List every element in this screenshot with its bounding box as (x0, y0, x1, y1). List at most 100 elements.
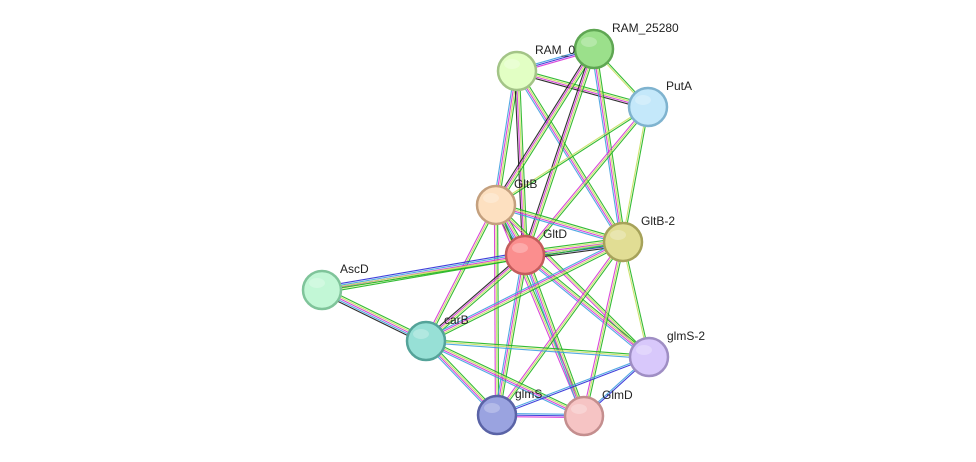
node-circle[interactable] (504, 234, 546, 276)
edge-line (498, 255, 528, 416)
edge-ram25280-gltb2 (591, 48, 626, 243)
edge-line (525, 253, 650, 357)
edge-line (425, 253, 525, 341)
edge-puta-gltb (495, 105, 649, 207)
node-label-ascd: AscD (340, 262, 369, 276)
edge-line (424, 252, 524, 340)
edge-layer (320, 46, 651, 419)
edge-line (426, 243, 625, 344)
node-highlight (635, 95, 651, 105)
edge-line (496, 203, 651, 357)
edge-line (516, 71, 648, 109)
edge-line (497, 49, 597, 207)
node-highlight (512, 243, 528, 253)
node-circle[interactable] (628, 336, 670, 378)
node-circle[interactable] (475, 184, 517, 226)
node-carb[interactable] (405, 320, 447, 362)
node-circle[interactable] (573, 28, 615, 70)
edge-ram25280-gltb (493, 47, 597, 207)
edge-line (515, 71, 525, 256)
node-glmd[interactable] (563, 395, 605, 437)
edge-gltd-glms2 (523, 252, 651, 360)
edge-line (496, 203, 624, 242)
node-circle[interactable] (627, 86, 669, 128)
edge-puta-gltd (523, 105, 650, 257)
node-circle[interactable] (476, 394, 518, 436)
edge-line (493, 70, 516, 205)
node-label-glms: glmS (515, 387, 542, 401)
edge-line (426, 338, 650, 356)
edge-line (496, 71, 519, 206)
edge-line (581, 241, 622, 416)
node-gltd[interactable] (504, 234, 546, 276)
edge-line (425, 341, 584, 418)
edge-line (425, 240, 623, 341)
edge-line (322, 242, 624, 292)
node-highlight (504, 59, 520, 69)
edge-gltb2-ascd (321, 240, 624, 292)
edge-line (517, 69, 649, 107)
edge-line (495, 254, 525, 415)
node-glms2[interactable] (628, 336, 670, 378)
node-label-ram0: RAM_0 (535, 43, 575, 57)
edge-line (424, 204, 496, 341)
edge-ram25280-gltd (522, 48, 597, 256)
node-circle[interactable] (405, 320, 447, 362)
edge-ram0-gltb (493, 70, 520, 206)
node-circle[interactable] (602, 221, 644, 263)
edge-line (496, 107, 649, 207)
edge-line (497, 242, 625, 417)
node-label-puta: PutA (666, 79, 692, 93)
node-ram0[interactable] (496, 50, 538, 92)
node-circle[interactable] (301, 269, 343, 311)
edge-line (525, 107, 650, 257)
edge-line (526, 49, 597, 256)
edge-line (522, 48, 593, 255)
node-ascd[interactable] (301, 269, 343, 311)
edge-line (425, 340, 650, 358)
edge-line (595, 48, 626, 242)
edge-line (321, 251, 525, 288)
node-label-glms2: glmS-2 (667, 329, 705, 343)
edge-line (523, 256, 648, 360)
edge-line (427, 256, 527, 344)
edge-glms-glms2 (496, 355, 650, 417)
node-ram25280[interactable] (573, 28, 615, 70)
edge-line (594, 48, 625, 242)
node-puta[interactable] (627, 86, 669, 128)
edge-line (426, 242, 624, 343)
edge-line (517, 68, 649, 106)
edge-line (496, 355, 649, 415)
edge-gltb2-carb (424, 239, 625, 344)
node-circle[interactable] (496, 50, 538, 92)
edge-gltb-glms (493, 204, 500, 416)
node-circle[interactable] (563, 395, 605, 437)
node-glms[interactable] (476, 394, 518, 436)
node-highlight (581, 37, 597, 47)
node-gltb2[interactable] (602, 221, 644, 263)
node-highlight (413, 329, 429, 339)
edge-line (494, 205, 584, 417)
edge-gltd-glms (494, 254, 528, 416)
edge-line (494, 48, 594, 205)
edge-line (495, 105, 648, 205)
edge-line (524, 106, 649, 256)
edge-line (514, 71, 524, 256)
node-highlight (484, 403, 500, 413)
node-gltb[interactable] (475, 184, 517, 226)
node-highlight (483, 193, 499, 203)
edge-line (426, 339, 585, 416)
edge-line (493, 47, 593, 205)
edge-line (494, 205, 649, 359)
edge-gltb2-glmd (581, 241, 626, 417)
edge-line (496, 202, 624, 241)
edge-line (494, 70, 517, 205)
edge-line (585, 242, 626, 417)
node-highlight (571, 404, 587, 414)
node-label-gltb2: GltB-2 (641, 214, 675, 228)
edge-line (495, 204, 498, 416)
node-highlight (636, 345, 652, 355)
node-highlight (610, 230, 626, 240)
edge-line (321, 240, 623, 290)
edge-line (591, 49, 622, 243)
